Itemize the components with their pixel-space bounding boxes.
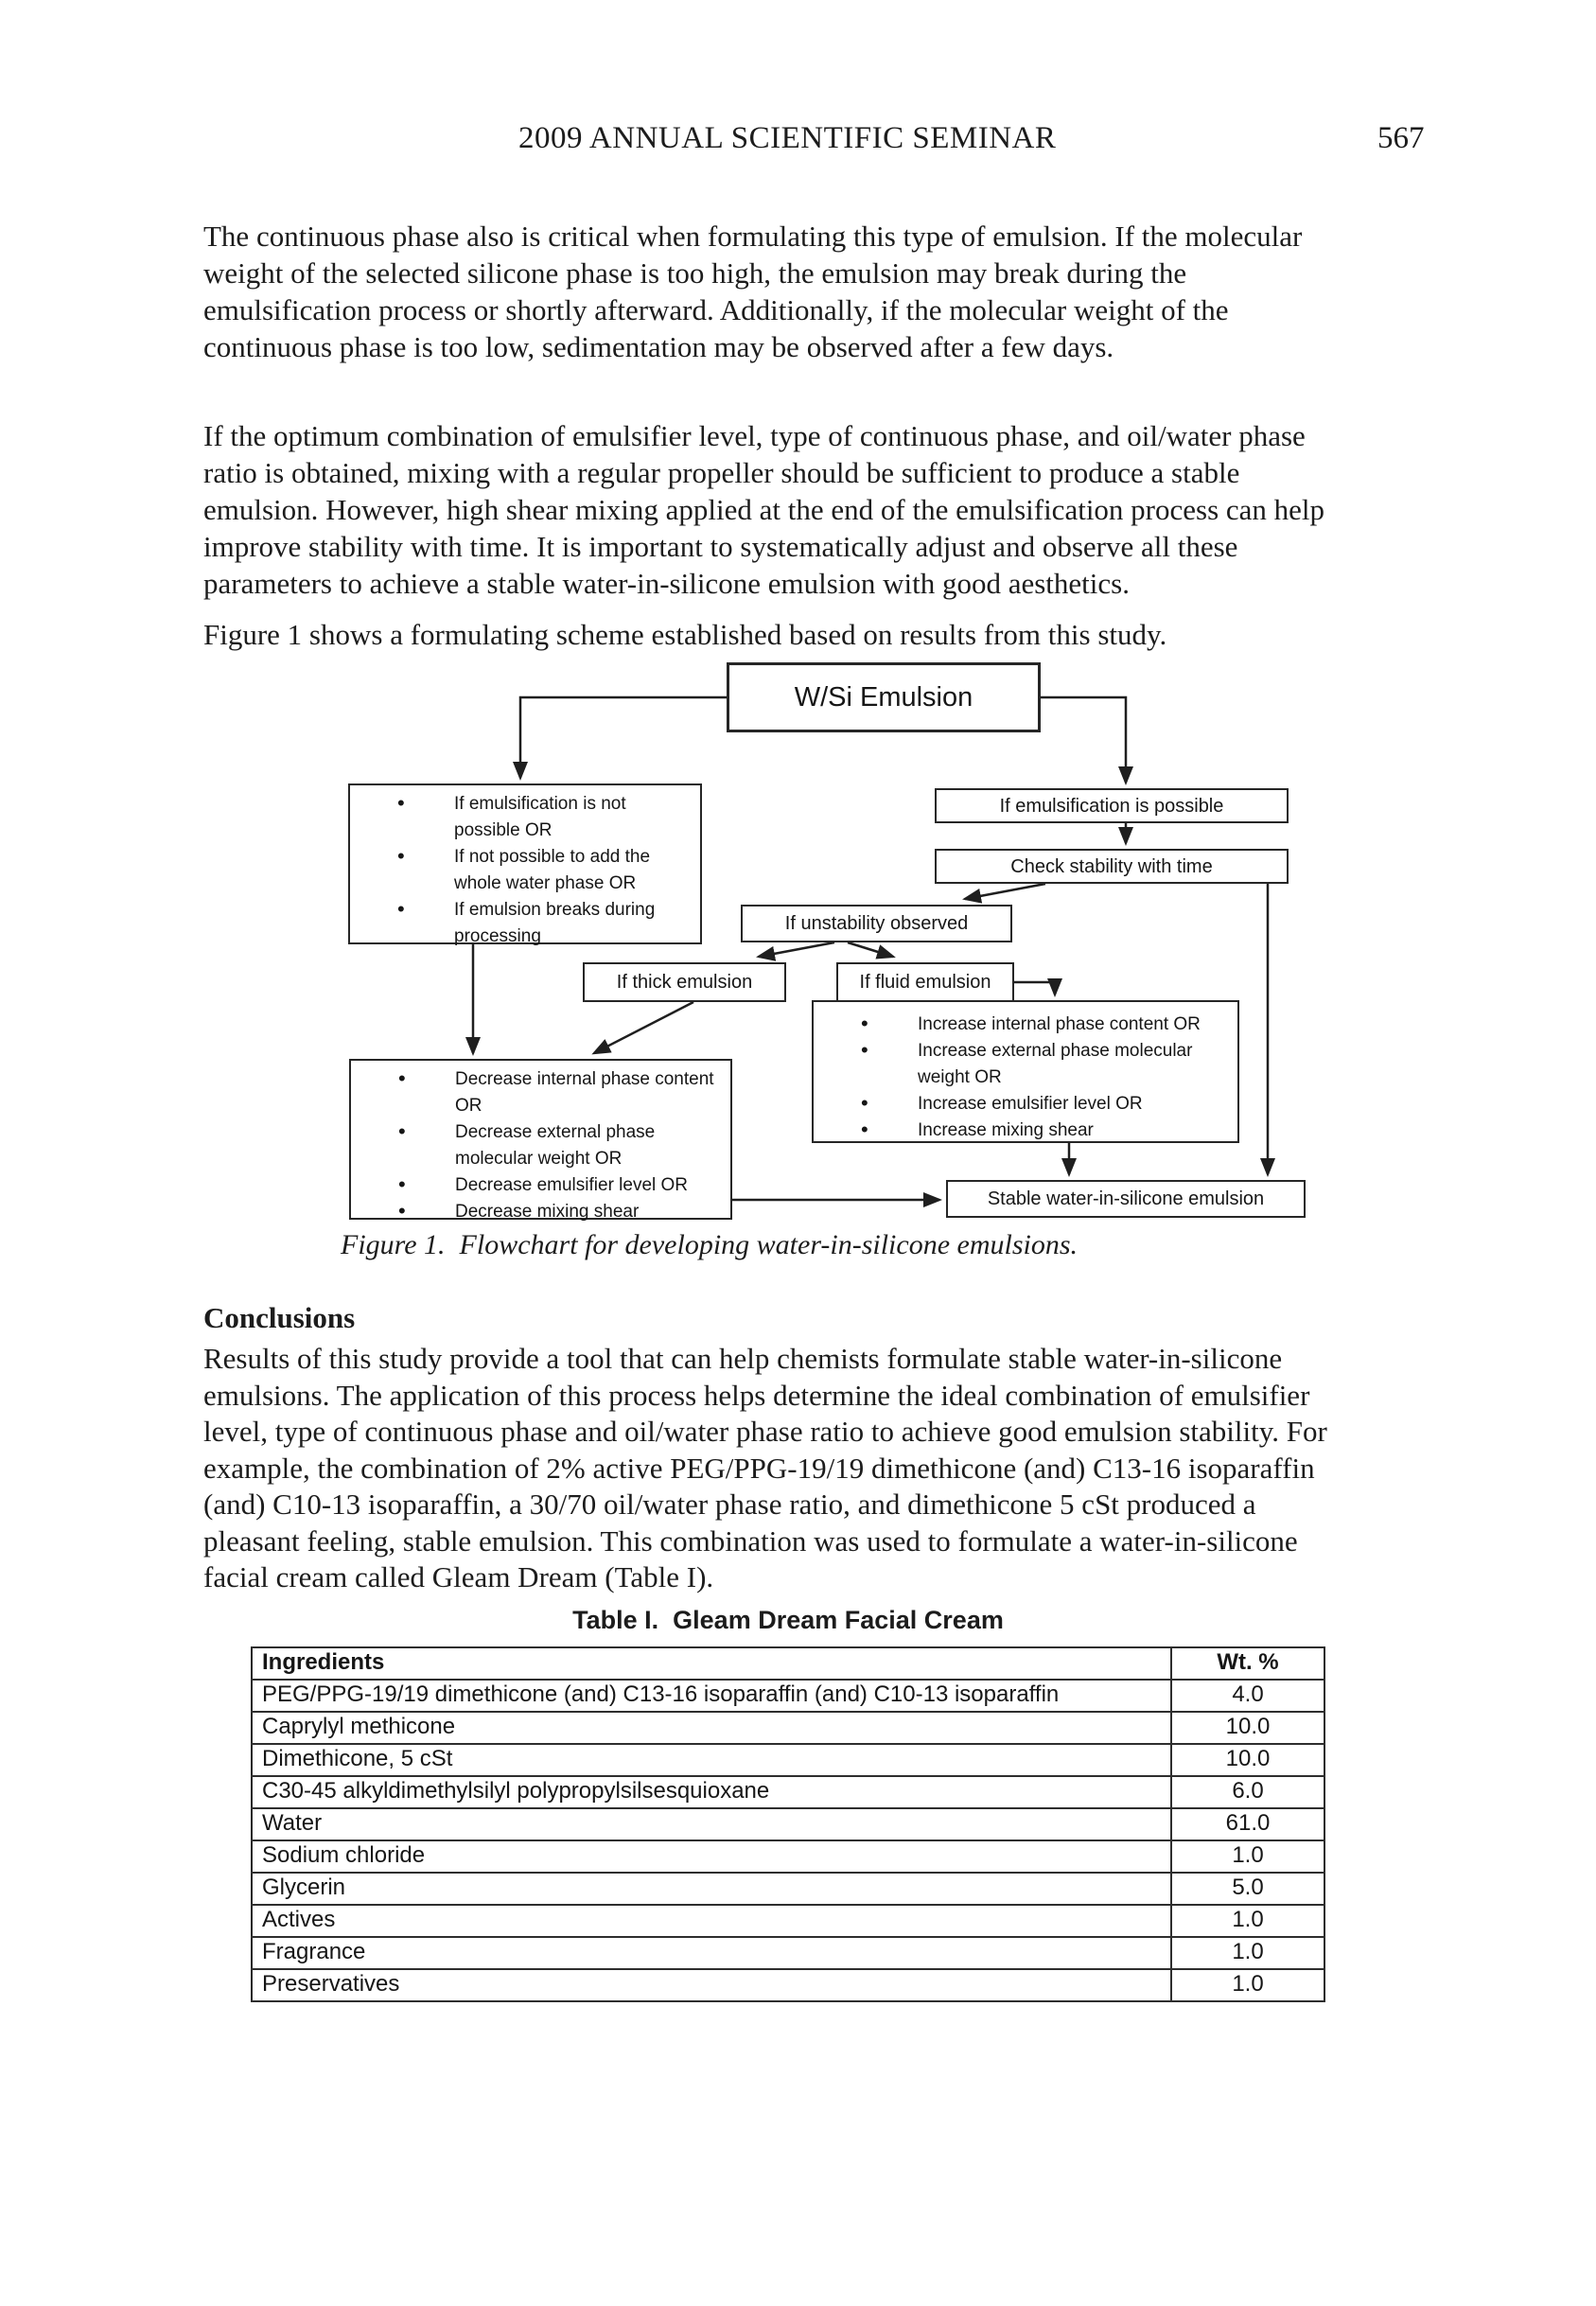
wt-cell: 61.0 [1170, 1807, 1324, 1841]
table-row: Caprylyl methicone 10.0 [252, 1711, 1324, 1745]
wt-cell: 1.0 [1170, 1968, 1324, 2002]
decrease-list: Decrease internal phase content OR Decre… [351, 1065, 725, 1225]
wt-cell: 4.0 [1170, 1679, 1324, 1713]
flowchart-node-fluid-emulsion: If fluid emulsion [836, 962, 1014, 1002]
ingredient-cell: Caprylyl methicone [252, 1711, 1171, 1745]
wt-cell: 1.0 [1170, 1936, 1324, 1970]
wt-cell: 1.0 [1170, 1840, 1324, 1874]
flowchart-node-thick-emulsion: If thick emulsion [583, 962, 786, 1002]
flowchart-node-emulsification-possible: If emulsification is possible [935, 788, 1289, 823]
paragraph-continuous-phase: The continuous phase also is critical wh… [203, 220, 1303, 363]
flowchart-box-decrease: Decrease internal phase content OR Decre… [349, 1059, 732, 1224]
wt-cell: 5.0 [1170, 1872, 1324, 1906]
flowchart-node-wsi-emulsion: W/Si Emulsion [727, 662, 1041, 732]
figure-caption: Figure 1. Flowchart for developing water… [341, 1229, 1079, 1260]
list-item: If not possible to add the whole water p… [350, 843, 694, 897]
table-row: Preservatives 1.0 [252, 1968, 1324, 2002]
ingredients-table: Ingredients Wt. % PEG/PPG-19/19 dimethic… [251, 1646, 1325, 2002]
ingredient-cell: PEG/PPG-19/19 dimethicone (and) C13-16 i… [252, 1679, 1171, 1713]
list-item: Decrease mixing shear [351, 1198, 725, 1225]
list-item: Decrease internal phase content OR [351, 1065, 725, 1119]
running-head-title: 2009 ANNUAL SCIENTIFIC SEMINAR [518, 121, 1057, 155]
ingredient-cell: Actives [252, 1904, 1171, 1938]
wt-cell: 6.0 [1170, 1775, 1324, 1809]
ingredient-cell: Fragrance [252, 1936, 1171, 1970]
figure-1-flowchart: W/Si Emulsion If emulsification is not p… [0, 658, 1596, 1237]
table-row: Water 61.0 [252, 1807, 1324, 1841]
conclusions-paragraph: Results of this study provide a tool tha… [203, 1342, 1327, 1593]
list-item: If emulsion breaks during processing [350, 896, 694, 950]
wt-cell: 10.0 [1170, 1743, 1324, 1777]
ingredient-cell: Preservatives [252, 1968, 1171, 2002]
flowchart-connectors [465, 695, 1275, 1207]
ingredient-cell: C30-45 alkyldimethylsilyl polypropylsils… [252, 1775, 1171, 1809]
flowchart-node-stable-emulsion: Stable water-in-silicone emulsion [946, 1180, 1306, 1218]
not-possible-list: If emulsification is not possible OR If … [350, 790, 694, 950]
paragraph-figure-intro: Figure 1 shows a formulating scheme esta… [203, 618, 1167, 651]
list-item: Increase emulsifier level OR [814, 1090, 1232, 1118]
table-header-row: Ingredients Wt. % [252, 1646, 1324, 1681]
table-row: Sodium chloride 1.0 [252, 1840, 1324, 1874]
ingredient-cell: Glycerin [252, 1872, 1171, 1906]
table-row: C30-45 alkyldimethylsilyl polypropylsils… [252, 1775, 1324, 1809]
increase-list: Increase internal phase content OR Incre… [814, 1011, 1232, 1144]
table-row: Fragrance 1.0 [252, 1936, 1324, 1970]
list-item: Decrease external phase molecular weight… [351, 1118, 725, 1172]
flowchart-node-check-stability: Check stability with time [935, 849, 1289, 884]
table-row: PEG/PPG-19/19 dimethicone (and) C13-16 i… [252, 1679, 1324, 1713]
list-item: Decrease emulsifier level OR [351, 1171, 725, 1199]
flowchart-box-increase: Increase internal phase content OR Incre… [812, 1000, 1239, 1143]
ingredient-cell: Water [252, 1807, 1171, 1841]
table-row: Dimethicone, 5 cSt 10.0 [252, 1743, 1324, 1777]
conclusions-heading: Conclusions [203, 1301, 356, 1334]
column-header-wt-percent: Wt. % [1170, 1646, 1324, 1681]
page-number: 567 [1377, 121, 1425, 155]
table-title: Table I. Gleam Dream Facial Cream [572, 1606, 1004, 1634]
list-item: Increase external phase molecular weight… [814, 1037, 1232, 1091]
wt-cell: 10.0 [1170, 1711, 1324, 1745]
table-row: Glycerin 5.0 [252, 1872, 1324, 1906]
list-item: Increase mixing shear [814, 1117, 1232, 1144]
ingredient-cell: Dimethicone, 5 cSt [252, 1743, 1171, 1777]
column-header-ingredients: Ingredients [252, 1646, 1171, 1681]
flowchart-node-unstability-observed: If unstability observed [741, 905, 1012, 942]
wt-cell: 1.0 [1170, 1904, 1324, 1938]
flowchart-box-not-possible: If emulsification is not possible OR If … [348, 783, 702, 946]
table-row: Actives 1.0 [252, 1904, 1324, 1938]
ingredient-cell: Sodium chloride [252, 1840, 1171, 1874]
paragraph-optimum-combination: If the optimum combination of emulsifier… [203, 419, 1325, 600]
list-item: If emulsification is not possible OR [350, 790, 694, 844]
list-item: Increase internal phase content OR [814, 1011, 1232, 1038]
